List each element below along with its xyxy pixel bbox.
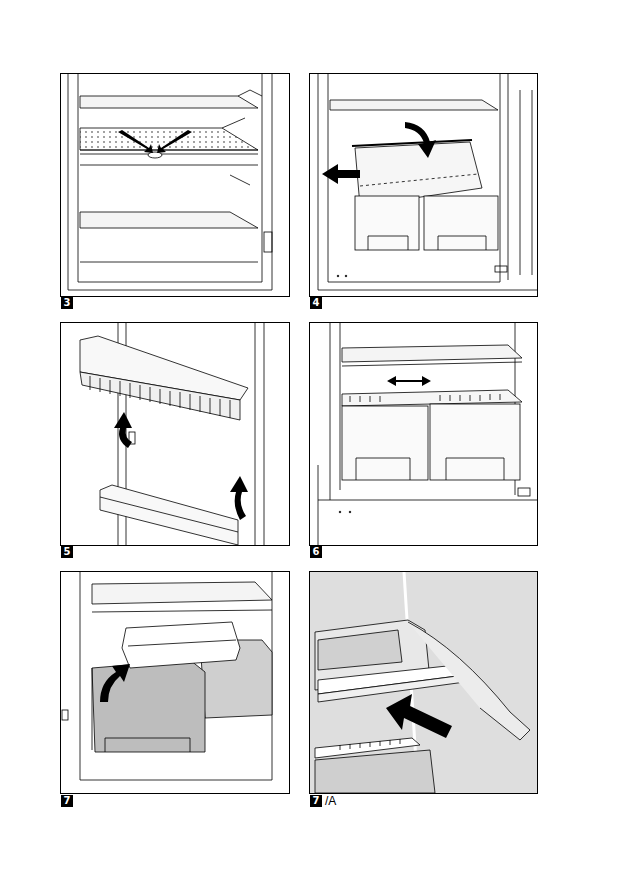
figure-suffix: /A (325, 795, 336, 807)
callout-number: 5 (61, 546, 73, 558)
callout-number: 6 (310, 546, 322, 558)
callout-number: 4 (310, 297, 322, 309)
callout-number: 7 (310, 795, 322, 807)
callout-number: 3 (61, 297, 73, 309)
callout-number: 7 (61, 795, 73, 807)
